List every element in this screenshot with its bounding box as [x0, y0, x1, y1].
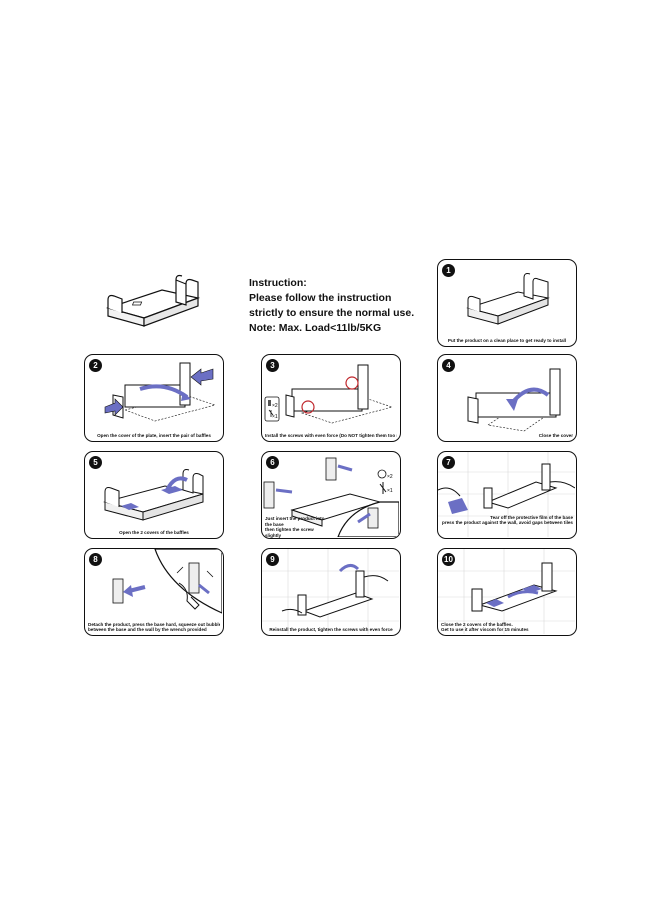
step-5-caption: Open the 2 covers of the baffles [119, 530, 189, 536]
step-number: 6 [266, 456, 279, 469]
step-3-illustration: ×2 ×1 [264, 364, 394, 424]
step-4-caption: Close the cover [538, 433, 573, 439]
step-8-caption: Detach the product, press the base hard,… [88, 622, 220, 633]
step-6-qty-a: ×2 [387, 474, 393, 480]
step-number: 4 [442, 359, 455, 372]
step-10-panel: 10 Close the 2 covers of the baffles. Ge… [437, 548, 577, 636]
step-7-caption-line-1: Tear off the protective film of the base [490, 514, 573, 520]
step-8-panel: 8 Detach the product, press the base har… [84, 548, 224, 636]
step-10-caption-line-2: Get to use it after viscom for 15 minute… [441, 627, 529, 633]
step-3-qty-a: ×2 [272, 403, 278, 409]
instruction-heading: Instruction: [249, 277, 307, 289]
step-number: 7 [442, 456, 455, 469]
step-2-caption: Open the cover of the plate, insert the … [97, 433, 211, 439]
step-10-illustration [438, 549, 575, 634]
step-10-caption-line-1: Close the 2 covers of the baffles. [441, 621, 513, 627]
step-6-caption-line-2: then tighten the screw slightly [265, 527, 314, 538]
step-6-illustration: ×2 ×1 [263, 457, 399, 537]
step-1-caption: Put the product on a clean place to get … [447, 338, 567, 344]
step-2-panel: 2 Open the cover of the plate, insert th… [84, 354, 224, 442]
step-7-panel: 7 Tear off the protective film of the ba… [437, 451, 577, 539]
step-number: 2 [89, 359, 102, 372]
step-9-caption: Reinstall the product, tighten the screw… [269, 627, 393, 633]
step-10-caption: Close the 2 covers of the baffles. Get t… [441, 622, 573, 633]
step-5-illustration [103, 469, 204, 521]
instruction-line-2: strictly to ensure the normal use. [249, 307, 415, 319]
step-4-panel: 4 Close the cover [437, 354, 577, 442]
step-3-caption: Install the screws with even force (Do N… [265, 433, 397, 439]
instruction-note: Note: Max. Load<11lb/5KG [249, 322, 382, 334]
step-4-illustration [467, 368, 561, 432]
step-7-illustration [438, 452, 575, 537]
instruction-line-1: Please follow the instruction [249, 292, 392, 304]
step-5-panel: 5 Open the 2 covers of the baffles [84, 451, 224, 539]
step-6-panel: 6 ×2 ×1 Just insert the product into the… [261, 451, 401, 539]
step-6-qty-b: ×1 [387, 488, 393, 494]
instruction-text: Instruction: Please follow the instructi… [249, 276, 429, 336]
step-number: 3 [266, 359, 279, 372]
step-3-panel: 3 ×2 ×1 Install the screws with even for… [261, 354, 401, 442]
product-illustration [105, 274, 201, 327]
step-8-caption-line-2: between the base and the wall by the wre… [88, 627, 207, 633]
step-6-caption: Just insert the product into the base th… [265, 516, 331, 538]
step-9-panel: 9 Reinstall the product, tighten the scr… [261, 548, 401, 636]
step-2-illustration [104, 362, 217, 422]
step-7-caption: Tear off the protective film of the base… [441, 515, 573, 526]
step-7-caption-line-2: press the product against the wall, avoi… [442, 520, 573, 526]
step-8-illustration [112, 549, 222, 614]
step-number: 1 [442, 264, 455, 277]
step-1-panel: 1 Put the product on a clean place to ge… [437, 259, 577, 347]
step-number: 8 [89, 553, 102, 566]
step-8-caption-line-1: Detach the product, press the base hard,… [88, 621, 220, 627]
step-9-illustration [262, 549, 399, 634]
step-number: 9 [266, 553, 279, 566]
step-number: 10 [442, 553, 455, 566]
step-6-caption-line-1: Just insert the product into the base [265, 516, 325, 527]
step-1-illustration [466, 273, 550, 325]
step-number: 5 [89, 456, 102, 469]
step-3-qty-b: ×1 [272, 414, 278, 420]
